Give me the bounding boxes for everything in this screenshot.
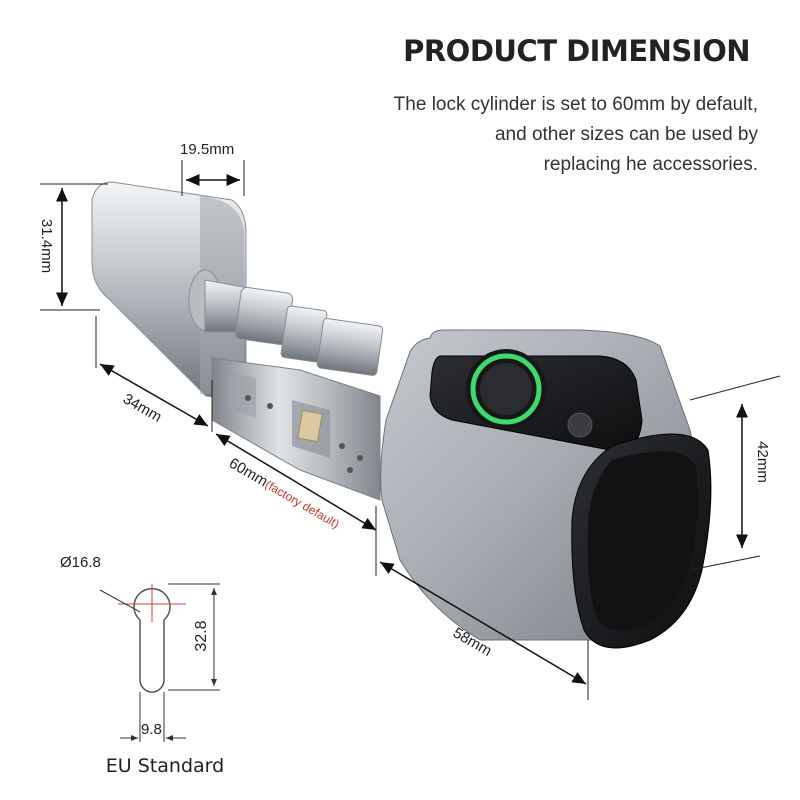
eu-profile-drawing	[99, 583, 220, 742]
fingerprint-ring	[470, 353, 542, 425]
description-line-3: replacing he accessories.	[543, 154, 758, 175]
profile-diameter-label: Ø16.8	[60, 554, 101, 571]
smart-lock-body	[380, 329, 712, 649]
eu-standard-label: EU Standard	[105, 755, 225, 777]
knob-height-label: 31.4mm	[38, 219, 55, 273]
page-title: PRODUCT DIMENSION	[403, 34, 750, 68]
description-line-2: and other sizes can be used by	[494, 124, 758, 145]
cylinder-length-label: 60mm	[226, 455, 271, 491]
knob-width-label: 19.5mm	[180, 141, 234, 158]
description: The lock cylinder is set to 60mm by defa…	[318, 90, 758, 180]
logo-icon	[567, 412, 593, 438]
knob-side-label: 34mm	[120, 390, 165, 426]
profile-width-label: 9.8	[141, 721, 162, 738]
cylinder-housing	[211, 357, 381, 501]
cylinder-shaft	[204, 279, 384, 376]
body-height-label: 42mm	[754, 441, 771, 483]
description-line-1: The lock cylinder is set to 60mm by defa…	[393, 94, 758, 115]
profile-height-label: 32.8	[193, 620, 210, 651]
